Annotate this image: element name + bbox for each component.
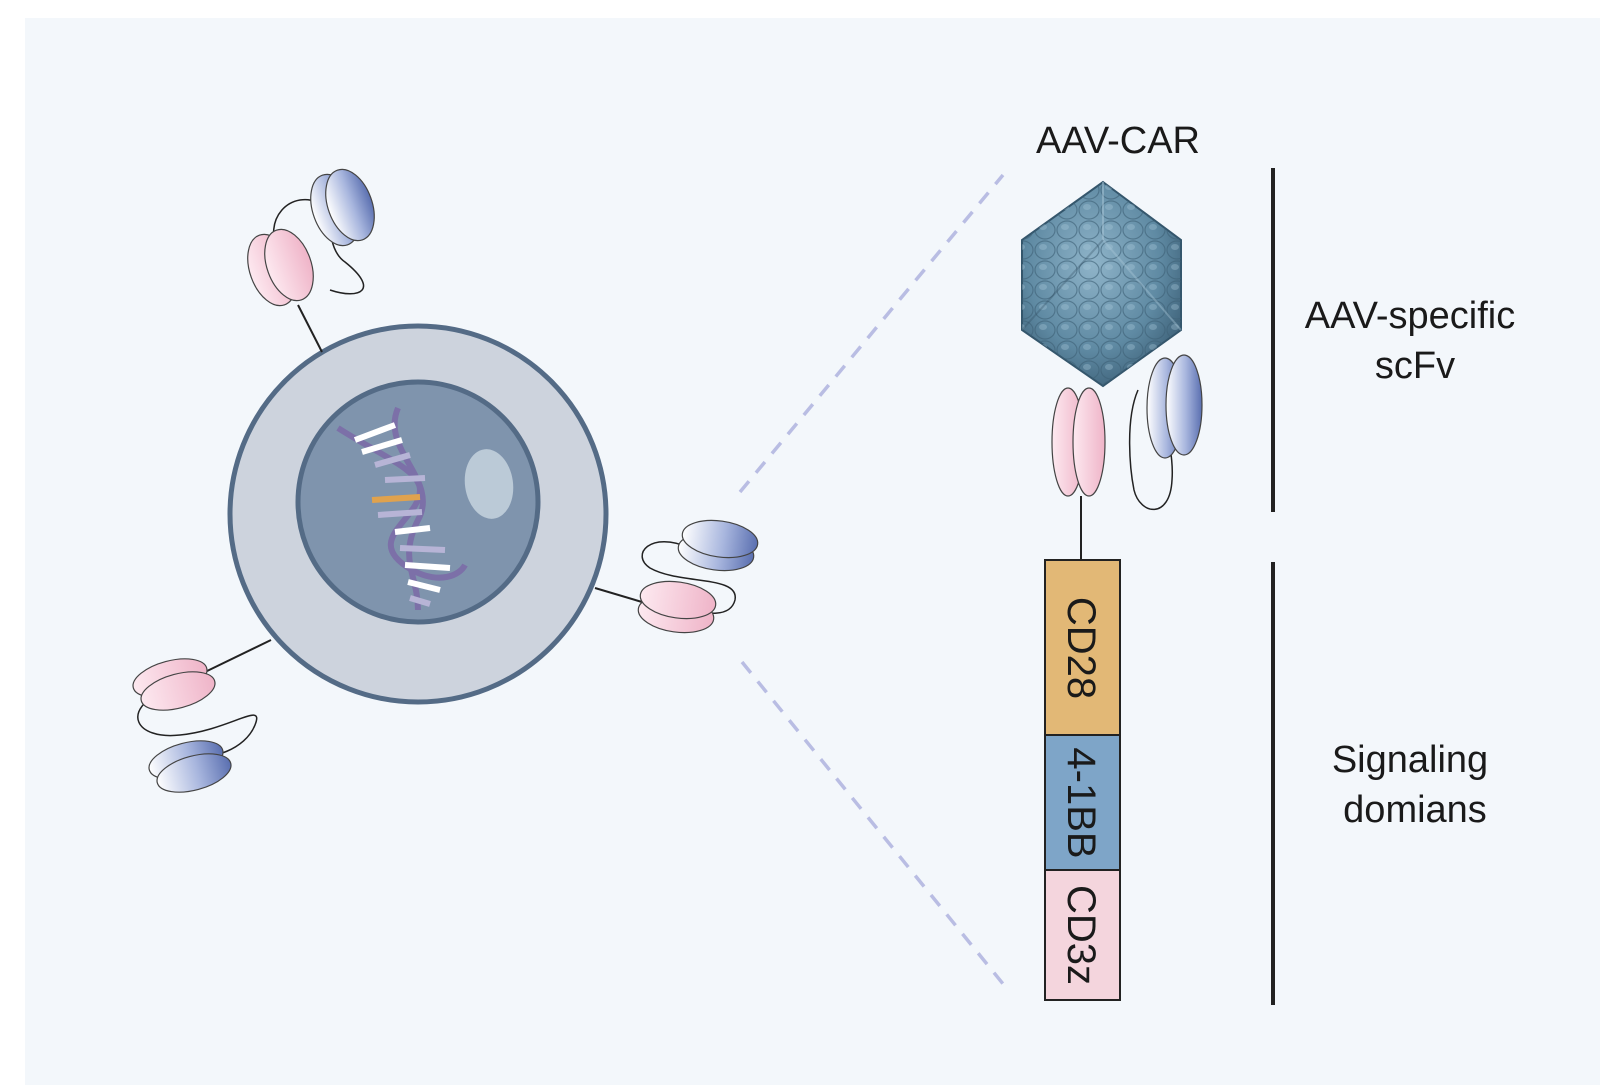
domain-cd3z-box — [1044, 869, 1121, 1001]
domain-cd28-label: CD28 — [1059, 597, 1103, 699]
scfv-icon — [247, 168, 375, 353]
signaling-label-line2: domians — [1343, 789, 1487, 831]
zoom-lines — [738, 173, 1010, 992]
dna-icon — [336, 406, 468, 611]
scfv-label-line2: scFv — [1375, 345, 1455, 387]
domain-cd3z-label: CD3z — [1059, 885, 1103, 985]
car-scfv-icon — [1051, 354, 1203, 560]
domain-41bb-label: 4-1BB — [1059, 747, 1103, 858]
scfv-icon-bottom — [132, 639, 272, 793]
domain-cd28-box — [1044, 559, 1121, 736]
scfv-icon-right — [594, 519, 759, 634]
signaling-domains-stack: CD28 4-1BB CD3z — [1044, 559, 1121, 1001]
title-label: AAV-CAR — [1036, 120, 1200, 162]
scfv-label-line1: AAV-specific — [1305, 295, 1515, 337]
signaling-label-line1: Signaling — [1332, 739, 1488, 781]
domain-41bb-box — [1044, 734, 1121, 871]
diagram-canvas: CD28 4-1BB CD3z AAV-CAR AAV-specific scF… — [25, 18, 1600, 1085]
